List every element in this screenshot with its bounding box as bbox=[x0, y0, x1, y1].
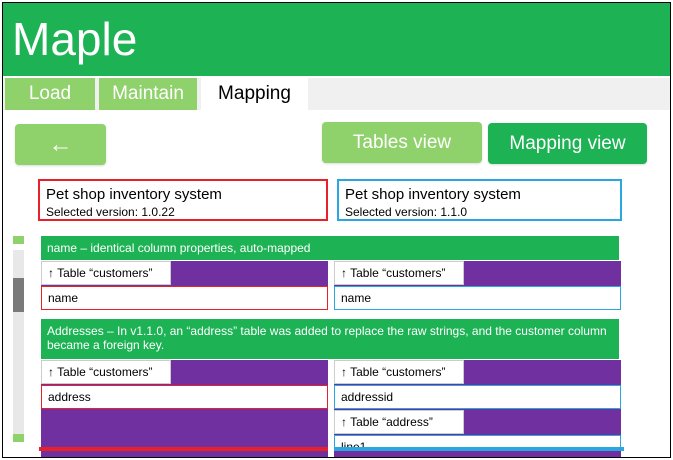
scroll-up-button[interactable] bbox=[13, 236, 24, 244]
tables-view-button[interactable]: Tables view bbox=[322, 122, 482, 163]
left-table-label[interactable]: ↑ Table “customers” bbox=[41, 360, 171, 384]
left-field[interactable]: address bbox=[41, 385, 328, 409]
app-header: Maple bbox=[3, 3, 670, 76]
app-title: Maple bbox=[12, 13, 138, 65]
back-button[interactable]: ← bbox=[15, 124, 106, 165]
mapping-view-button[interactable]: Mapping view bbox=[488, 123, 647, 164]
left-column-bottom-border bbox=[39, 447, 328, 451]
mapping-description: name – identical column properties, auto… bbox=[41, 236, 619, 260]
right-system-name: Pet shop inventory system bbox=[345, 186, 521, 203]
right-subtable-label[interactable]: ↑ Table “address” bbox=[334, 410, 464, 434]
right-table-label[interactable]: ↑ Table “customers” bbox=[334, 261, 464, 285]
tab-load[interactable]: Load bbox=[5, 78, 95, 110]
left-system-name: Pet shop inventory system bbox=[46, 186, 222, 203]
tab-mapping[interactable]: Mapping bbox=[201, 78, 308, 110]
tab-maintain[interactable]: Maintain bbox=[99, 78, 197, 110]
right-version-box: Pet shop inventory system Selected versi… bbox=[337, 179, 622, 221]
scroll-track[interactable] bbox=[13, 250, 24, 434]
left-version-box: Pet shop inventory system Selected versi… bbox=[38, 179, 328, 221]
right-column-bottom-border bbox=[334, 447, 624, 451]
tab-bar: Load Maintain Mapping bbox=[3, 78, 670, 110]
scroll-down-button[interactable] bbox=[13, 434, 24, 442]
vertical-scrollbar[interactable] bbox=[11, 236, 25, 443]
right-field[interactable]: addressid bbox=[334, 385, 621, 409]
right-field[interactable]: name bbox=[334, 286, 621, 310]
left-table-label[interactable]: ↑ Table “customers” bbox=[41, 261, 171, 285]
mapping-description: Addresses – In v1.1.0, an “address” tabl… bbox=[41, 319, 619, 359]
right-selected-version: Selected version: 1.1.0 bbox=[345, 205, 468, 219]
left-selected-version: Selected version: 1.0.22 bbox=[46, 205, 175, 219]
right-table-label[interactable]: ↑ Table “customers” bbox=[334, 360, 464, 384]
scroll-thumb[interactable] bbox=[13, 278, 24, 312]
left-field[interactable]: name bbox=[41, 286, 328, 310]
left-arrow-icon: ← bbox=[48, 131, 73, 158]
